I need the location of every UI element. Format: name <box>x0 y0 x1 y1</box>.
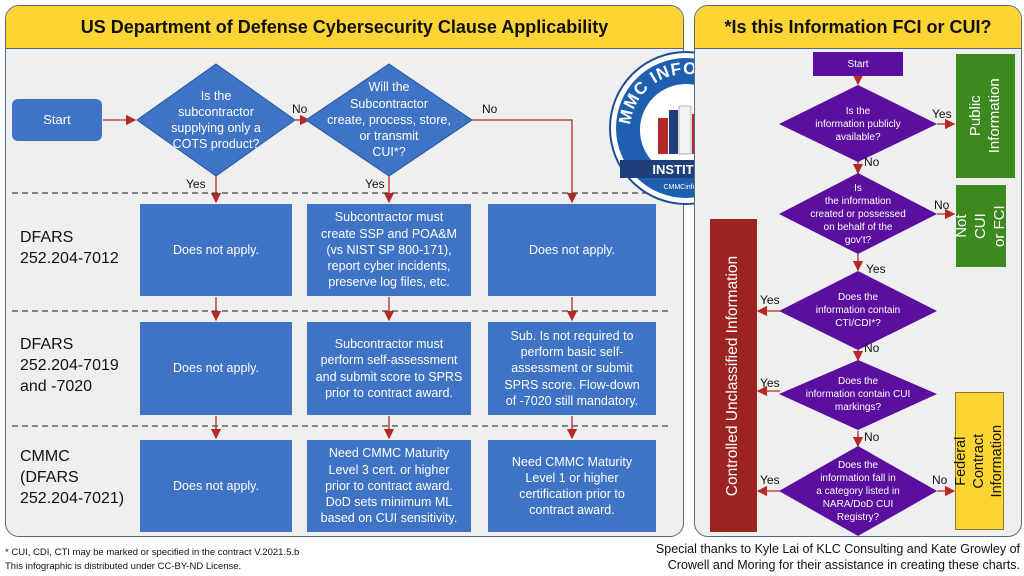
registry-question: Does the information fall in a category … <box>816 459 900 523</box>
cell-cmmc-cui: Need CMMC Maturity Level 3 cert. or high… <box>307 440 471 532</box>
cui-result-label: Controlled Unclassified Information <box>724 255 742 496</box>
public-no-label: No <box>864 155 880 169</box>
gov-no-label: No <box>934 198 950 212</box>
footer-note-cui: * CUI, CDI, CTI may be marked or specifi… <box>5 547 300 558</box>
cell-7019-cots: Does not apply. <box>140 322 292 415</box>
row-label-7019-7020: DFARS 252.204-7019 and -7020 <box>20 336 119 395</box>
cti-question: Does the information contain CTI/CDI*? <box>815 291 901 329</box>
cui-result-box: Controlled Unclassified Information <box>710 219 757 532</box>
fci-result-box: Federal Contract Information <box>953 392 1006 530</box>
row-label-7012: DFARS 252.204-7012 <box>20 229 119 267</box>
logo-url-text: CMMCinfo.org <box>663 184 708 191</box>
left-start-button: Start <box>12 99 102 141</box>
cti-decision-diamond <box>779 271 937 350</box>
cell-7019-no-cui: Sub. Is not required to perform basic se… <box>488 322 656 415</box>
left-flow-connectors <box>12 63 668 440</box>
right-flow-connectors <box>756 74 956 536</box>
cyber-clause-title: US Department of Defense Cybersecurity C… <box>6 6 683 49</box>
fci-cui-title: *Is this Information FCI or CUI? <box>695 6 1021 49</box>
cell-cmmc-no-cui: Need CMMC Maturity Level 1 or higher cer… <box>488 440 656 532</box>
cui-question: Will the Subcontractor create, process, … <box>327 80 451 160</box>
public-information-label: Public Information <box>966 78 1003 154</box>
markings-yes-label: Yes <box>760 376 780 390</box>
cti-yes-label: Yes <box>760 293 780 307</box>
cell-7012-cots: Does not apply. <box>140 204 292 296</box>
markings-question: Does the information contain CUI marking… <box>805 375 911 413</box>
cell-cmmc-cots: Does not apply. <box>140 440 292 532</box>
gov-yes-label: Yes <box>866 262 886 276</box>
footer-thanks: Special thanks to Kyle Lai of KLC Consul… <box>655 542 1020 573</box>
registry-decision-diamond <box>779 446 937 536</box>
not-cui-fci-label: Not CUI or FCI <box>952 205 1008 247</box>
cots-decision-diamond <box>136 63 296 177</box>
footer-note-license: This infographic is distributed under CC… <box>5 561 242 572</box>
right-start-button: Start <box>813 52 903 76</box>
cui-no-label: No <box>482 102 498 116</box>
markings-no-label: No <box>864 430 880 444</box>
row-label-cmmc: CMMC (DFARS 252.204-7021) <box>20 448 125 507</box>
cui-decision-diamond <box>305 63 473 177</box>
gov-question: Is the information created or possessed … <box>810 182 906 246</box>
public-question: Is the information publicly available? <box>815 105 901 143</box>
cots-question: Is the subcontractor supplying only a CO… <box>171 88 261 152</box>
cell-7019-cui: Subcontractor must perform self-assessme… <box>307 322 471 415</box>
cell-7012-cui: Subcontractor must create SSP and POA&M … <box>307 204 471 296</box>
fci-result-label: Federal Contract Information <box>953 424 1006 498</box>
registry-no-label: No <box>932 473 948 487</box>
public-information-box: Public Information <box>956 54 1015 178</box>
cui-yes-label: Yes <box>365 177 385 191</box>
cots-no-label: No <box>292 102 308 116</box>
not-cui-fci-box: Not CUI or FCI <box>952 185 1008 267</box>
cots-yes-label: Yes <box>186 177 206 191</box>
cell-7012-no-cui: Does not apply. <box>488 204 656 296</box>
markings-decision-diamond <box>779 360 937 430</box>
public-yes-label: Yes <box>932 107 952 121</box>
gov-decision-diamond <box>779 173 937 254</box>
registry-yes-label: Yes <box>760 473 780 487</box>
public-decision-diamond <box>779 85 937 162</box>
cti-no-label: No <box>864 341 880 355</box>
